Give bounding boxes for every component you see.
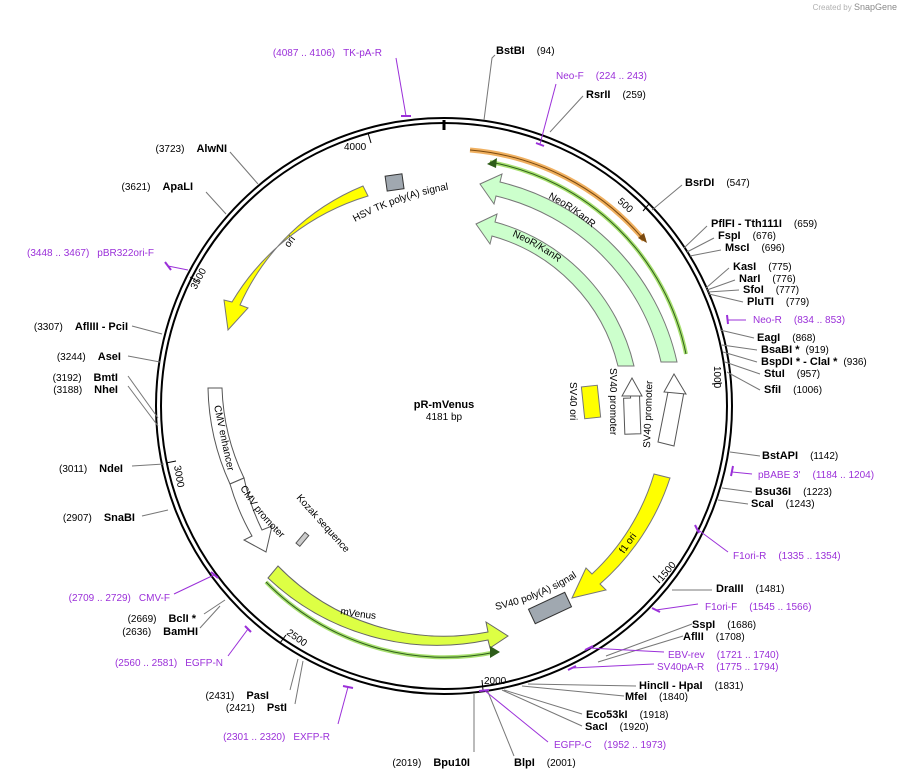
kozak-box[interactable] [295,531,310,547]
site-saci[interactable]: SacI(1920) [585,721,649,733]
primer-cmv-f[interactable]: (2709 .. 2729)CMV-F [69,593,170,604]
neor-kanr-arrow-2[interactable] [475,213,635,367]
site-stui[interactable]: StuI(957) [764,368,820,380]
site-nhei[interactable]: (3188)NheI [53,384,118,396]
site-bsabi[interactable]: BsaBI *(919) [761,344,829,356]
primer-exfp-r[interactable]: (2301 .. 2320)EXFP-R [223,732,330,743]
site-bstbi[interactable]: BstBI(94) [496,45,555,57]
leader-lines [127,54,761,757]
primer-pbabe-3[interactable]: pBABE 3'(1184 .. 1204) [758,470,874,481]
site-eco53ki[interactable]: Eco53kI(1918) [586,709,669,721]
watermark-brand: SnapGene [853,2,897,12]
site-ndei[interactable]: (3011)NdeI [59,463,123,475]
site-kasi[interactable]: KasI(775) [733,261,792,273]
site-nari[interactable]: NarI(776) [739,273,796,285]
primer-neo-r[interactable]: Neo-R(834 .. 853) [753,315,845,326]
sv40-ori-box[interactable] [580,384,602,420]
site-mfei[interactable]: MfeI(1840) [625,691,688,703]
site-hincii[interactable]: HincII - HpaI(1831) [639,680,743,692]
site-pluti[interactable]: PluTI(779) [747,296,809,308]
site-fspi[interactable]: FspI(676) [718,230,776,242]
site-rsrii[interactable]: RsrII(259) [586,89,646,101]
primer-egfp-n[interactable]: (2560 .. 2581)EGFP-N [115,658,223,669]
site-bsrdi[interactable]: BsrDI(547) [685,177,750,189]
plasmid-size: 4181 bp [426,412,463,423]
cmv-promoter-arrow[interactable] [229,477,273,553]
orange-cds-line-inner [469,149,645,241]
tick-label-1000: 1000 [711,366,722,389]
sv40-promoter-label-1: SV40 promoter [607,368,618,436]
site-asei[interactable]: (3244)AseI [57,351,121,363]
site-snabi[interactable]: (2907)SnaBI [63,512,135,524]
site-pasi[interactable]: (2431)PasI [205,690,269,702]
site-bsu36i[interactable]: Bsu36I(1223) [755,486,832,498]
site-sspi[interactable]: SspI(1686) [692,619,756,631]
site-bpu10i[interactable]: (2019)Bpu10I [392,757,470,769]
primer-egfp-c[interactable]: EGFP-C(1952 .. 1973) [554,740,666,751]
sv40-promoter-label-2: SV40 promoter [642,380,655,448]
hsv-tk-polya-box[interactable] [384,173,405,192]
tick-label-2500: 2500 [284,627,309,649]
sv40-promoter-arrow-1[interactable] [623,391,642,435]
site-draiii[interactable]: DraIII(1481) [716,583,784,595]
mvenus-arrow[interactable] [267,565,509,649]
plasmid-name: pR-mVenus [414,399,475,411]
left-site-labels: (3723)AlwNI (3621)ApaLI (3307)AflIII - P… [34,143,287,714]
site-blpi[interactable]: BlpI(2001) [514,757,576,769]
site-bmti[interactable]: (3192)BmtI [53,372,118,384]
site-bamhi[interactable]: (2636)BamHI [122,626,198,638]
tick-label-2000: 2000 [484,676,507,687]
tick-label-3500: 3500 [189,266,209,291]
site-aflii[interactable]: AflII(1708) [683,631,745,643]
site-sfii[interactable]: SfiI(1006) [764,384,822,396]
primer-neo-f[interactable]: Neo-F(224 .. 243) [556,71,647,82]
site-sfoi[interactable]: SfoI(777) [743,284,799,296]
primer-labels: (4087 .. 4106)TK-pA-R Neo-F(224 .. 243) … [27,48,874,751]
primer-tk-pa-r[interactable]: (4087 .. 4106)TK-pA-R [273,48,382,59]
site-scai[interactable]: ScaI(1243) [751,498,815,510]
neor-kanr-label-2: NeoR/KanR [511,229,563,265]
site-msci[interactable]: MscI(696) [725,242,785,254]
site-afliii[interactable]: (3307)AflIII - PciI [34,321,128,333]
primer-f1ori-f[interactable]: F1ori-F(1545 .. 1566) [705,602,812,613]
site-eagi[interactable]: EagI(868) [757,332,816,344]
primer-sv40pa-r[interactable]: SV40pA-R(1775 .. 1794) [657,662,779,673]
tick-label-4000: 4000 [344,142,367,153]
primer-leaders [167,57,753,743]
green-cds-line-inner [489,161,687,355]
snapgene-watermark: Created by SnapGene [813,2,897,12]
kozak-label: Kozak sequence [294,493,352,556]
watermark-prefix: Created by [812,3,852,12]
neor-kanr-arrow-1[interactable] [479,173,678,363]
sv40-polya-box[interactable] [527,591,573,625]
site-alwni[interactable]: (3723)AlwNI [156,143,227,155]
site-bspdi[interactable]: BspDI * - ClaI *(936) [761,356,867,368]
primer-f1ori-r[interactable]: F1ori-R(1335 .. 1354) [733,551,841,562]
tick-label-3000: 3000 [171,465,186,489]
site-psti[interactable]: (2421)PstI [226,702,287,714]
primer-pbr322ori-f[interactable]: (3448 .. 3467)pBR322ori-F [27,248,154,259]
primer-ebv-rev[interactable]: EBV-rev(1721 .. 1740) [668,650,779,661]
sv40-promoter-arrow-2[interactable] [657,391,685,447]
sv40-ori-label: SV40 ori [567,382,578,420]
f1-ori-arrow[interactable] [571,473,671,599]
site-bstapi[interactable]: BstAPI(1142) [762,450,838,462]
site-bcli[interactable]: (2669)BclI * [128,613,197,625]
scale-ticks [165,120,723,691]
ori-arrow[interactable] [223,185,369,332]
right-site-labels: BstBI(94) RsrII(259) BsrDI(547) PflFI - … [392,45,866,769]
site-apali[interactable]: (3621)ApaLI [122,181,193,193]
site-pflfi[interactable]: PflFI - Tth111I(659) [711,218,817,230]
ori-label: ori [283,234,298,249]
